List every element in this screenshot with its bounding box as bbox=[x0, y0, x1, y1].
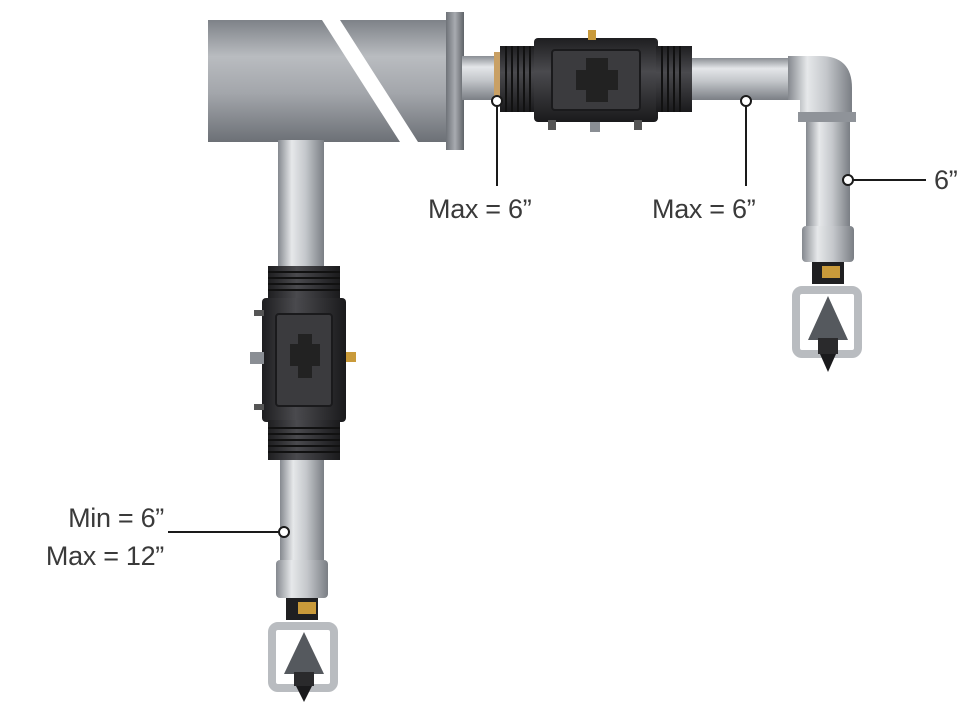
right-drop-pipe bbox=[802, 122, 854, 262]
main-supply-pipe bbox=[208, 12, 464, 150]
leader-right-drop bbox=[842, 174, 926, 186]
dimension-label-horizontal-right: Max = 6” bbox=[652, 194, 756, 224]
dimension-label-right-drop: 6” bbox=[934, 165, 958, 195]
dimension-label-left-min: Min = 6” bbox=[68, 503, 164, 533]
left-drop-pipe bbox=[276, 140, 328, 598]
right-sprinkler-head bbox=[792, 262, 862, 372]
left-sprinkler-head bbox=[268, 598, 338, 702]
right-elbow-fitting bbox=[788, 56, 856, 122]
leader-horizontal-right bbox=[740, 95, 752, 186]
leader-horizontal-left bbox=[491, 95, 503, 186]
dimension-label-horizontal-left: Max = 6” bbox=[428, 194, 532, 224]
dimension-label-left-max: Max = 12” bbox=[45, 541, 164, 571]
leader-left-drop bbox=[168, 526, 290, 538]
horizontal-flex-coupling bbox=[494, 30, 692, 132]
vertical-flex-coupling bbox=[250, 266, 356, 460]
horizontal-branch-pipe bbox=[462, 56, 794, 100]
